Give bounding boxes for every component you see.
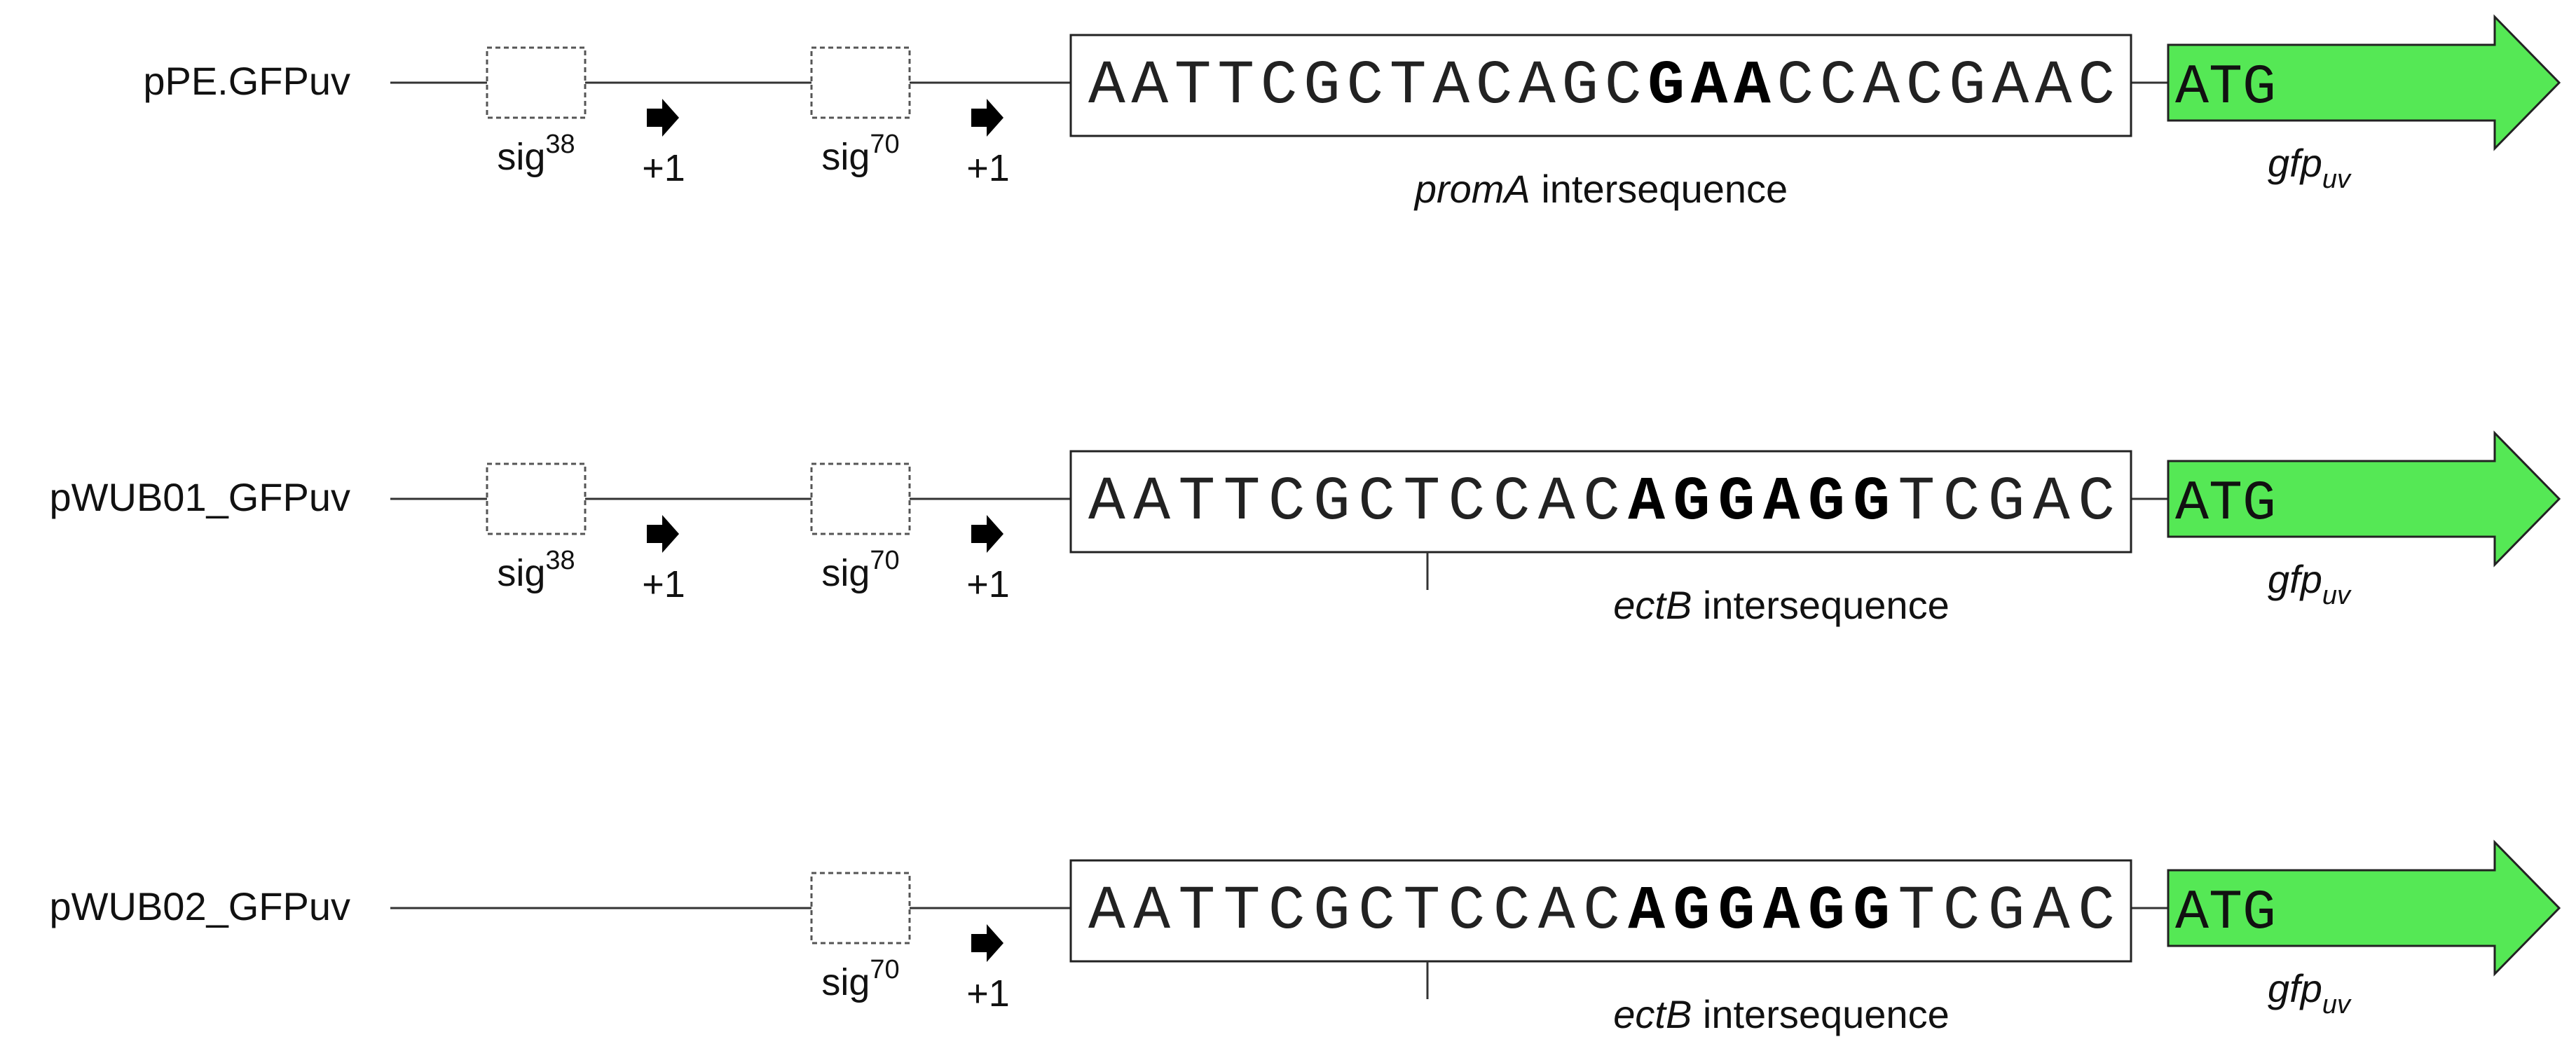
start-site-label: +1 — [642, 563, 685, 605]
construct-name: pPE.GFPuv — [143, 59, 350, 103]
gene-name-label: gfpuv — [2268, 141, 2352, 194]
promoter-site: sig38 +1 — [486, 462, 685, 605]
intersequence-box — [1069, 34, 2132, 137]
transcription-start-arrow-icon — [647, 99, 679, 137]
gene-arrow-icon — [2167, 14, 2561, 151]
intersequence-caption: ectB intersequence — [1613, 583, 1949, 627]
transcription-start-arrow-icon — [971, 99, 1003, 137]
gene-arrow-icon — [2167, 839, 2561, 977]
start-site-label: +1 — [966, 147, 1010, 189]
start-codon-label: ATG — [2175, 881, 2276, 945]
promoter-site: sig70 +1 — [810, 462, 1010, 605]
rbs-motif: GAA — [1647, 52, 1771, 121]
sigma-factor-label: sig70 — [821, 130, 899, 178]
intersequence-caption: promA intersequence — [1413, 167, 1788, 211]
promoter-box-icon — [810, 462, 911, 535]
promoter-box-icon — [486, 462, 587, 535]
transcription-start-arrow-icon — [647, 515, 679, 553]
promoter-site: sig70 +1 — [810, 872, 1010, 1015]
intersequence-caption: ectB intersequence — [1613, 992, 1949, 1036]
construct-name: pWUB02_GFPuv — [50, 884, 351, 928]
start-codon-label: ATG — [2175, 472, 2276, 536]
gene-arrow-icon — [2167, 430, 2561, 568]
start-codon-label: ATG — [2175, 56, 2276, 120]
gene-name-label: gfpuv — [2268, 557, 2352, 610]
promoter-site: sig38 +1 — [486, 46, 685, 189]
sigma-factor-label: sig38 — [497, 546, 575, 594]
promoter-site: sig70 +1 — [810, 46, 1010, 189]
promoter-box-icon — [810, 46, 911, 119]
start-site-label: +1 — [966, 563, 1010, 605]
start-site-label: +1 — [642, 147, 685, 189]
sigma-factor-label: sig70 — [821, 546, 899, 594]
gene-name-label: gfpuv — [2268, 966, 2352, 1019]
construct-name: pWUB01_GFPuv — [50, 475, 351, 519]
sigma-factor-label: sig38 — [497, 130, 575, 178]
sigma-factor-label: sig70 — [821, 955, 899, 1003]
transcription-start-arrow-icon — [971, 515, 1003, 553]
promoter-box-icon — [810, 872, 911, 944]
intersequence-box — [1069, 450, 2132, 554]
intersequence-box — [1069, 859, 2132, 963]
transcription-start-arrow-icon — [971, 924, 1003, 962]
promoter-box-icon — [486, 46, 587, 119]
start-site-label: +1 — [966, 973, 1010, 1015]
